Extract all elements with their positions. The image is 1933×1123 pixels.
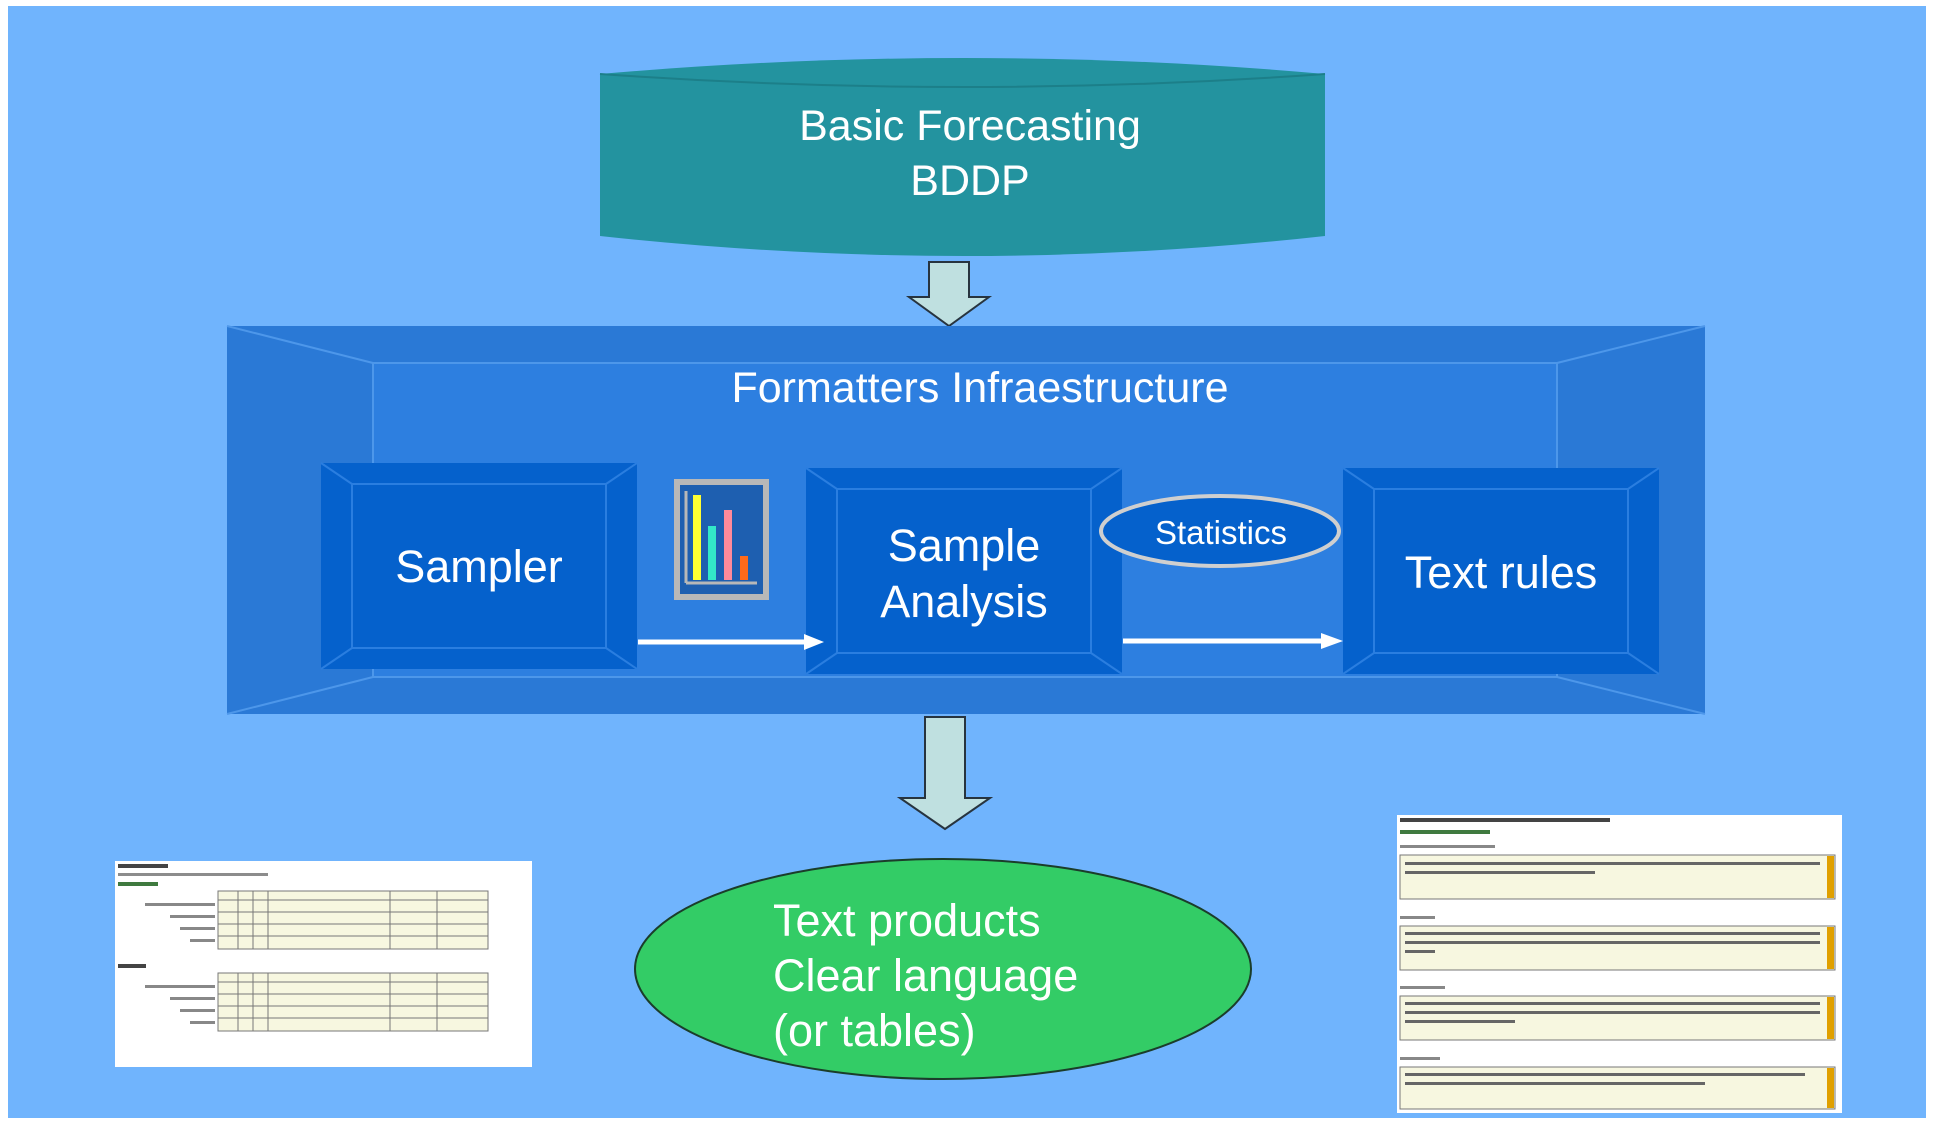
bddp-label: BDDP <box>910 157 1030 205</box>
text-rules-label: Text rules <box>1404 547 1598 598</box>
chart-icon-bar <box>693 495 701 580</box>
arrow-sampler-to-analysis <box>638 634 824 650</box>
bar-chart-icon <box>674 479 769 600</box>
text-products-oval <box>634 858 1252 1080</box>
statistics-ellipse <box>1099 494 1341 568</box>
arrow-down-1 <box>905 261 993 328</box>
arrow-down-2 <box>896 716 994 831</box>
text-products-line1: Text products <box>773 895 1041 946</box>
sample-analysis-line2: Analysis <box>880 576 1048 627</box>
basic-forecasting-title: Basic Forecasting <box>799 102 1141 150</box>
chart-icon-bar <box>724 510 732 580</box>
chart-icon-bar <box>708 526 716 580</box>
sampler-label: Sampler <box>395 541 563 592</box>
statistics-label: Statistics <box>1154 514 1288 551</box>
text-product-thumbnail <box>1397 815 1842 1113</box>
table-product-thumbnail <box>115 861 532 1067</box>
sample-analysis-line1: Sample <box>887 520 1041 571</box>
chart-icon-bar <box>740 556 748 580</box>
text-rules-box <box>1342 467 1660 675</box>
arrow-analysis-to-rules <box>1123 633 1343 649</box>
sampler-box <box>320 462 638 670</box>
text-products-line2: Clear language <box>773 950 1079 1001</box>
text-products-line3: (or tables) <box>773 1005 976 1056</box>
basic-forecasting-cylinder <box>599 58 1326 256</box>
sample-analysis-box <box>805 467 1123 675</box>
formatters-infrastructure-title: Formatters Infraestructure <box>731 364 1229 412</box>
